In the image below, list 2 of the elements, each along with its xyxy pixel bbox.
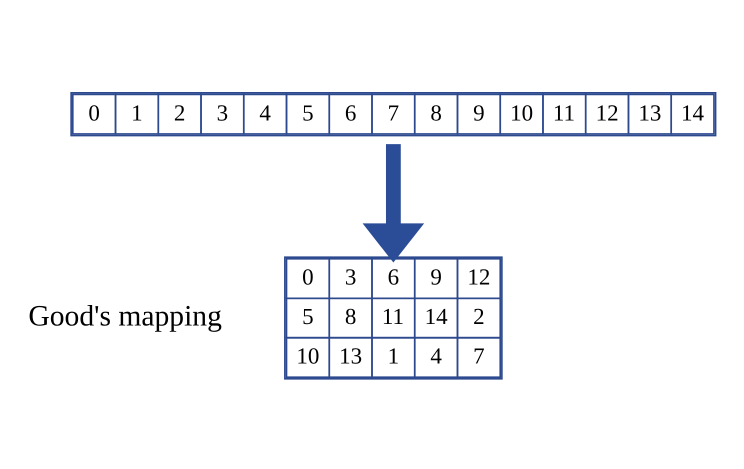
node-label: Good's mapping (28, 300, 222, 332)
arrow (362, 144, 424, 262)
